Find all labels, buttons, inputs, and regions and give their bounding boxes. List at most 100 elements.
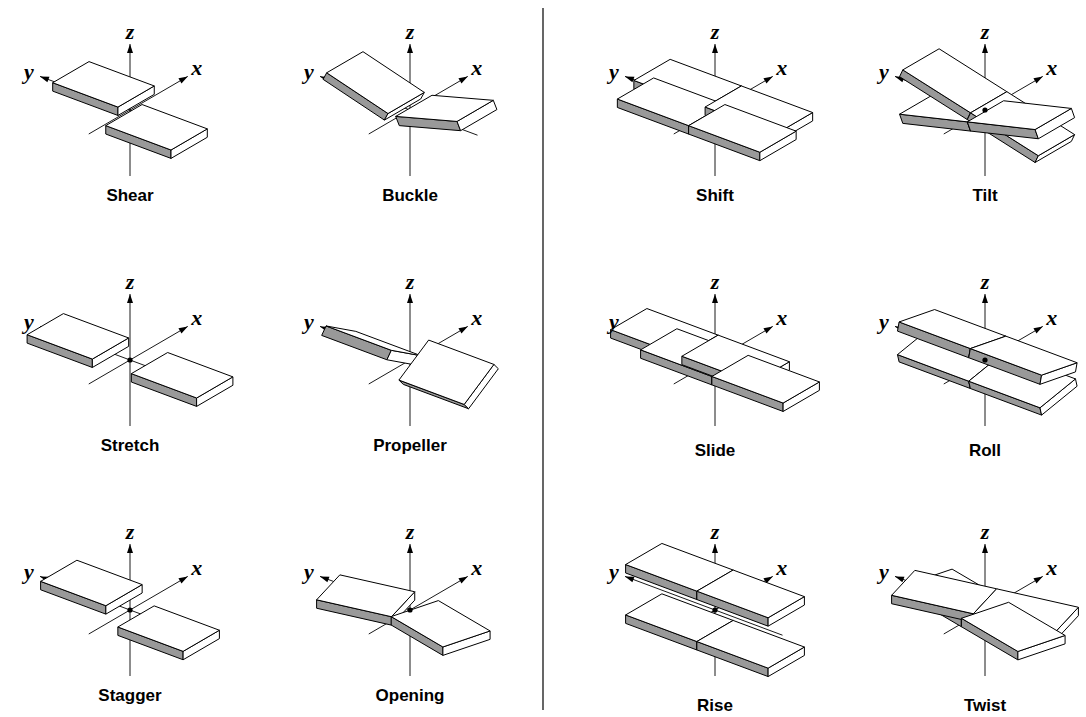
base-slab-face: [399, 340, 494, 404]
axis-label: x: [191, 557, 202, 579]
axis-arrowhead: [40, 76, 49, 82]
base-slab-face: [689, 105, 797, 153]
origin-dot: [712, 607, 717, 612]
divider-line: [542, 8, 543, 710]
axis-arrowhead: [127, 544, 133, 553]
parameter-illustration: [320, 44, 497, 176]
axis-arrowhead: [458, 76, 467, 83]
parameter-illustration: [40, 44, 207, 176]
axis-label: y: [24, 61, 34, 83]
axis-arrowhead: [763, 76, 772, 83]
axis-label: x: [191, 57, 202, 79]
base-slab-face: [41, 560, 143, 605]
axis-label: z: [711, 521, 720, 543]
axis-label: z: [406, 521, 415, 543]
axis-arrowhead: [1033, 76, 1042, 83]
parameter-caption: Buckle: [382, 187, 438, 204]
axis-arrowhead: [407, 294, 413, 303]
axis-label: x: [776, 307, 787, 329]
base-slab-face: [327, 52, 425, 114]
base-slab-face: [697, 570, 805, 618]
parameter-caption: Stretch: [101, 437, 160, 454]
axis-arrowhead: [178, 576, 187, 583]
parameter-caption: Stagger: [98, 687, 161, 704]
base-slab-face: [317, 575, 415, 617]
origin-dot: [127, 357, 132, 362]
axis-arrowhead: [127, 44, 133, 53]
axis-arrowhead: [712, 544, 718, 553]
axis-arrowhead: [982, 294, 988, 303]
axis-label: z: [981, 271, 990, 293]
axis-arrowhead: [895, 576, 904, 582]
parameter-caption: Slide: [695, 442, 736, 459]
origin-dot: [407, 607, 412, 612]
parameter-caption: Shear: [106, 187, 153, 204]
axis-arrowhead: [320, 576, 329, 582]
axis-arrowhead: [178, 76, 187, 83]
axis-arrowhead: [458, 326, 467, 333]
axis-label: y: [24, 561, 34, 583]
base-slab-face: [106, 105, 208, 150]
base-slab-face: [396, 95, 494, 121]
axis-label: y: [879, 311, 889, 333]
axis-arrowhead: [763, 326, 772, 333]
parameter-illustration: [625, 543, 804, 676]
axis-label: z: [406, 271, 415, 293]
axis-arrowhead: [178, 326, 187, 333]
axis-arrowhead: [982, 44, 988, 53]
origin-dot: [982, 107, 987, 112]
axis-arrowhead: [625, 576, 634, 582]
base-slab-face: [391, 601, 490, 647]
axis-label: y: [609, 561, 619, 583]
axis-label: y: [304, 311, 314, 333]
parameter-illustration: [895, 294, 1077, 426]
axis-label: y: [609, 61, 619, 83]
parameter-caption: Rise: [697, 697, 733, 714]
axis-arrowhead: [127, 294, 133, 303]
axis-label: z: [981, 21, 990, 43]
axis-label: y: [304, 61, 314, 83]
axis-arrowhead: [712, 294, 718, 303]
base-slab-face: [118, 606, 220, 651]
parameter-caption: Shift: [696, 187, 734, 204]
axis-label: x: [471, 307, 482, 329]
parameter-caption: Roll: [969, 442, 1001, 459]
axis-label: x: [471, 57, 482, 79]
axis-label: z: [126, 21, 135, 43]
base-slab-face: [967, 101, 1071, 130]
axis-label: y: [24, 311, 34, 333]
axis-label: x: [776, 57, 787, 79]
parameter-caption: Opening: [376, 687, 445, 704]
axis-label: z: [711, 271, 720, 293]
parameter-illustration: [611, 294, 820, 426]
axis-line: [130, 44, 131, 176]
axis-label: x: [1046, 557, 1057, 579]
axis-arrowhead: [1033, 576, 1042, 583]
base-slab-face: [53, 62, 155, 107]
parameter-illustration: [892, 544, 1079, 676]
parameter-caption: Twist: [964, 697, 1006, 714]
axis-arrowhead: [407, 44, 413, 53]
origin-dot: [982, 357, 987, 362]
axis-arrowhead: [982, 544, 988, 553]
parameter-illustration: [27, 294, 233, 426]
axis-arrowhead: [625, 76, 634, 82]
axis-arrowhead: [407, 544, 413, 553]
base-slab-face: [326, 326, 421, 356]
axis-arrowhead: [712, 44, 718, 53]
base-slab-face: [961, 602, 1065, 651]
axis-arrowhead: [458, 576, 467, 583]
axis-label: z: [981, 521, 990, 543]
parameter-illustration: [320, 294, 498, 426]
axis-label: y: [304, 561, 314, 583]
axis-label: z: [406, 21, 415, 43]
parameter-caption: Tilt: [972, 187, 997, 204]
parameter-illustration: [40, 544, 219, 676]
parameter-illustration: [317, 544, 490, 676]
parameter-illustration: [617, 44, 812, 176]
base-slab-face: [970, 336, 1077, 375]
axis-label: y: [609, 311, 619, 333]
axis-label: z: [126, 271, 135, 293]
